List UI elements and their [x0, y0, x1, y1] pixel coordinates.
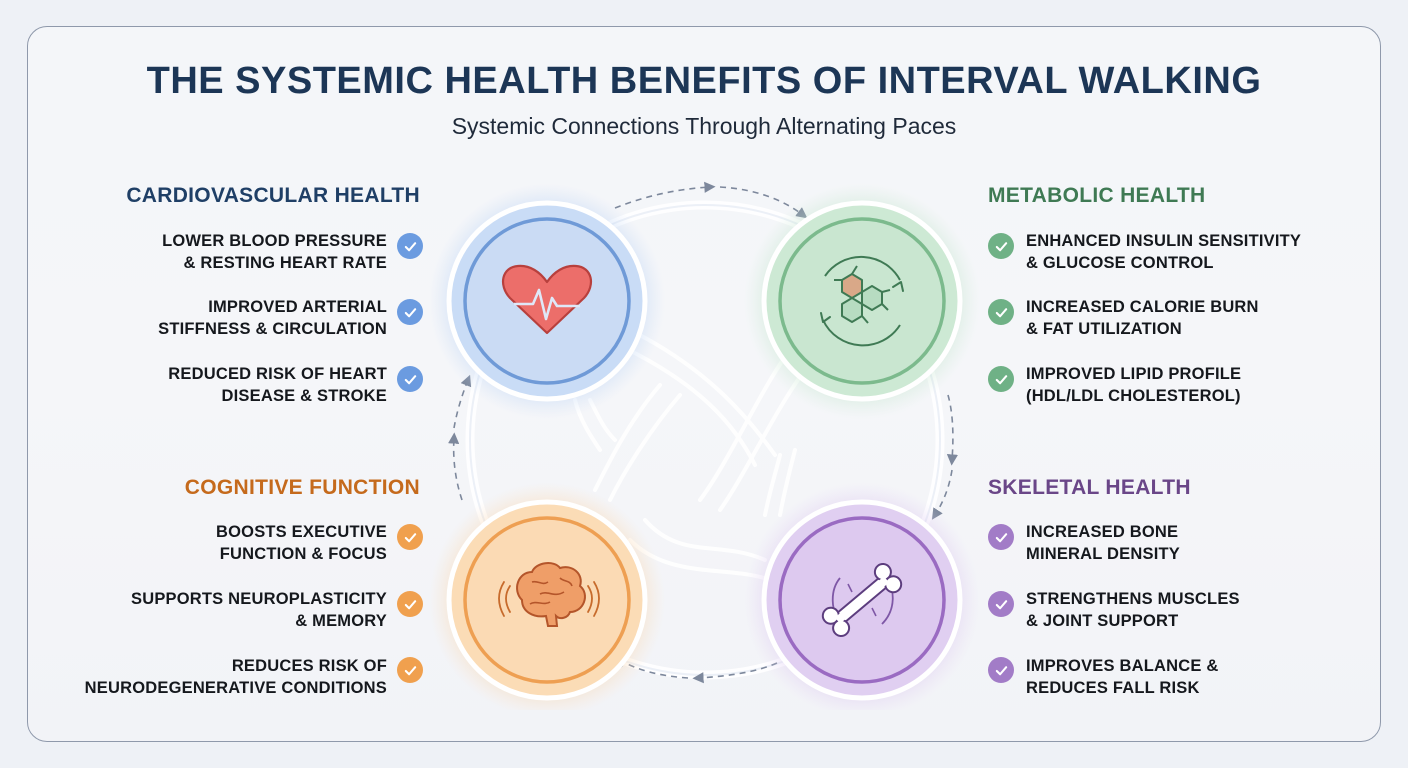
- item-line: REDUCES RISK OF: [231, 657, 387, 675]
- item-line: DISEASE & STROKE: [221, 387, 387, 405]
- check-icon: [988, 299, 1014, 325]
- skeletal-item-1: INCREASED BONE MINERAL DENSITY: [1026, 521, 1180, 565]
- item-line: NEURODEGENERATIVE CONDITIONS: [84, 679, 387, 697]
- item-line: STIFFNESS & CIRCULATION: [158, 320, 387, 338]
- check-icon: [397, 299, 423, 325]
- metabolic-title: METABOLIC HEALTH: [988, 184, 1206, 207]
- heart-pulse-icon: [501, 264, 593, 335]
- item-line: LOWER BLOOD PRESSURE: [162, 232, 387, 250]
- page-subtitle: Systemic Connections Through Alternating…: [451, 113, 957, 139]
- infographic-card: [27, 26, 1381, 742]
- item-line: IMPROVED LIPID PROFILE: [1026, 365, 1242, 383]
- molecule-cycle-icon: [820, 255, 904, 347]
- page-title: THE SYSTEMIC HEALTH BENEFITS OF INTERVAL…: [146, 60, 1262, 102]
- item-line: FUNCTION & FOCUS: [219, 545, 387, 563]
- item-line: BOOSTS EXECUTIVE: [216, 523, 387, 541]
- item-line: INCREASED CALORIE BURN: [1026, 298, 1259, 316]
- cardiovascular-node: [430, 183, 665, 419]
- item-line: INCREASED BONE: [1026, 523, 1179, 541]
- cognitive-node: [430, 482, 665, 710]
- check-icon: [397, 591, 423, 617]
- check-icon: [988, 657, 1014, 683]
- metabolic-item-3: IMPROVED LIPID PROFILE (HDL/LDL CHOLESTE…: [1026, 363, 1241, 407]
- cardiovascular-item-1: LOWER BLOOD PRESSURE & RESTING HEART RAT…: [162, 230, 387, 274]
- item-line: ENHANCED INSULIN SENSITIVITY: [1026, 232, 1302, 250]
- item-line: IMPROVED ARTERIAL: [208, 298, 387, 316]
- check-icon: [988, 233, 1014, 259]
- item-line: STRENGTHENS MUSCLES: [1026, 590, 1240, 608]
- metabolic-item-1: ENHANCED INSULIN SENSITIVITY & GLUCOSE C…: [1026, 230, 1301, 274]
- skeletal-item-2: STRENGTHENS MUSCLES & JOINT SUPPORT: [1026, 588, 1240, 632]
- item-line: IMPROVES BALANCE &: [1026, 657, 1219, 675]
- item-line: MINERAL DENSITY: [1026, 545, 1180, 563]
- check-icon: [988, 591, 1014, 617]
- item-line: REDUCED RISK OF HEART: [168, 365, 387, 383]
- skeletal-title: SKELETAL HEALTH: [988, 476, 1191, 499]
- item-line: & GLUCOSE CONTROL: [1026, 254, 1214, 272]
- systems-diagram: [430, 181, 980, 710]
- item-line: & FAT UTILIZATION: [1026, 320, 1182, 338]
- cognitive-item-3: REDUCES RISK OF NEURODEGENERATIVE CONDIT…: [85, 655, 387, 699]
- skeletal-node: [744, 482, 980, 710]
- metabolic-item-2: INCREASED CALORIE BURN & FAT UTILIZATION: [1026, 296, 1259, 340]
- cognitive-title: COGNITIVE FUNCTION: [184, 476, 420, 499]
- check-icon: [397, 233, 423, 259]
- cardiovascular-title: CARDIOVASCULAR HEALTH: [126, 184, 420, 207]
- check-icon: [988, 524, 1014, 550]
- item-line: REDUCES FALL RISK: [1026, 679, 1200, 697]
- item-line: SUPPORTS NEUROPLASTICITY: [131, 590, 387, 608]
- item-line: & JOINT SUPPORT: [1026, 612, 1179, 630]
- item-line: & RESTING HEART RATE: [183, 254, 387, 272]
- check-icon: [397, 366, 423, 392]
- cognitive-item-1: BOOSTS EXECUTIVE FUNCTION & FOCUS: [216, 521, 387, 565]
- bone-icon: [821, 563, 903, 637]
- check-icon: [397, 657, 423, 683]
- cardiovascular-item-3: REDUCED RISK OF HEART DISEASE & STROKE: [168, 363, 387, 407]
- skeletal-item-3: IMPROVES BALANCE & REDUCES FALL RISK: [1026, 655, 1218, 699]
- brain-icon: [498, 562, 600, 627]
- cardiovascular-item-2: IMPROVED ARTERIAL STIFFNESS & CIRCULATIO…: [158, 296, 387, 340]
- item-line: (HDL/LDL CHOLESTEROL): [1026, 387, 1241, 405]
- metabolic-node: [744, 183, 980, 419]
- check-icon: [988, 366, 1014, 392]
- cognitive-item-2: SUPPORTS NEUROPLASTICITY & MEMORY: [131, 588, 387, 632]
- check-icon: [397, 524, 423, 550]
- item-line: & MEMORY: [295, 612, 387, 630]
